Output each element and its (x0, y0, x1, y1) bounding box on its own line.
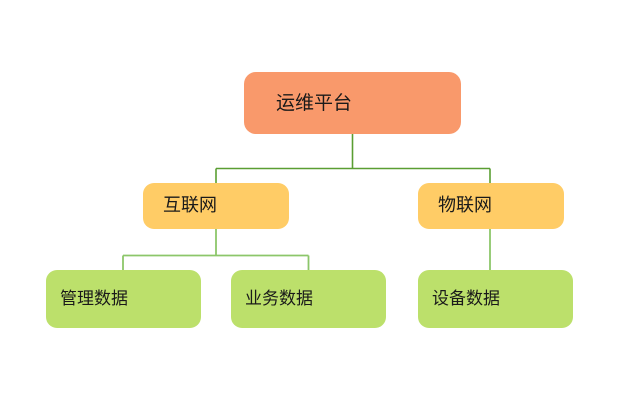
node-management-data-label: 管理数据 (60, 288, 128, 309)
node-iot[interactable]: 物联网 (418, 183, 564, 229)
node-device-data-label: 设备数据 (432, 288, 500, 309)
node-device-data[interactable]: 设备数据 (418, 270, 573, 328)
node-root-label: 运维平台 (276, 91, 353, 114)
node-root-ops-platform[interactable]: 运维平台 (244, 72, 461, 134)
node-business-data-label: 业务数据 (245, 288, 313, 309)
node-iot-label: 物联网 (438, 195, 492, 217)
node-management-data[interactable]: 管理数据 (46, 270, 201, 328)
node-business-data[interactable]: 业务数据 (231, 270, 386, 328)
edge-root-to-children (215, 134, 491, 183)
edge-internet-to-children (122, 229, 310, 270)
node-internet-label: 互联网 (163, 195, 217, 217)
node-internet[interactable]: 互联网 (143, 183, 289, 229)
